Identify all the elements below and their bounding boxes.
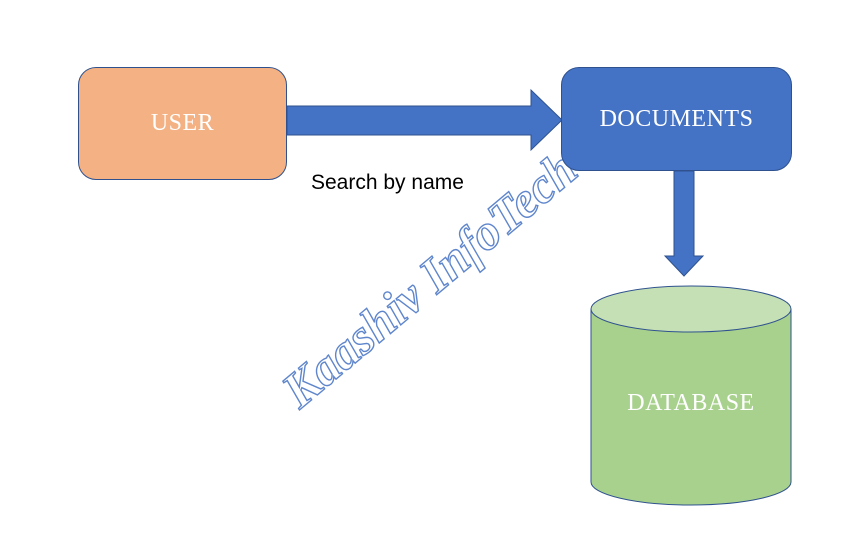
database-body <box>590 309 792 506</box>
database-top <box>590 285 792 333</box>
user-node: USER <box>78 67 287 180</box>
arrow-user-to-documents <box>286 88 563 152</box>
edge-label-search: Search by name <box>311 171 464 194</box>
documents-node: DOCUMENTS <box>561 67 792 171</box>
user-node-label: USER <box>150 110 215 136</box>
database-node-label: DATABASE <box>627 390 755 416</box>
database-cylinder <box>590 285 792 506</box>
documents-node-label: DOCUMENTS <box>599 105 754 132</box>
arrow-documents-to-database <box>663 170 705 277</box>
